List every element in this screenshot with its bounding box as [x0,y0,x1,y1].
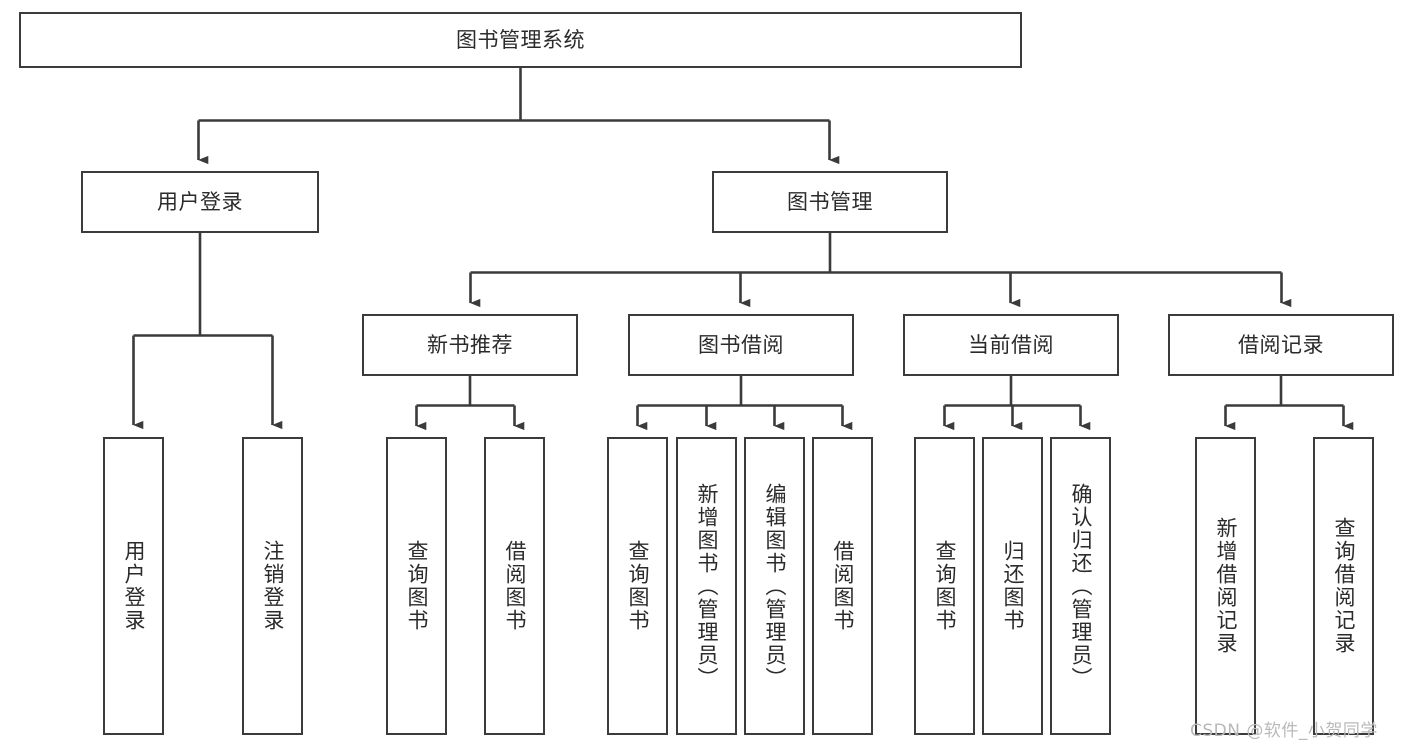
node-leaf-add-book-label: 新增图书（管理员） [694,482,719,690]
node-leaf-return-book-label: 归还图书 [1000,540,1025,632]
node-leaf-borrow-book-2-label: 借阅图书 [830,540,855,632]
node-root-label: 图书管理系统 [456,27,585,52]
node-borrow-record-label: 借阅记录 [1238,332,1324,357]
node-leaf-confirm-return-label: 确认归还（管理员） [1068,482,1093,690]
node-leaf-query-book-3[interactable]: 查询图书 [914,437,975,735]
node-leaf-confirm-return[interactable]: 确认归还（管理员） [1050,437,1111,735]
node-book-manage-label: 图书管理 [787,189,873,214]
node-leaf-add-record-label: 新增借阅记录 [1213,517,1238,655]
node-leaf-borrow-book-2[interactable]: 借阅图书 [812,437,873,735]
node-leaf-user-logout-label: 注销登录 [260,540,285,632]
node-leaf-query-book-1-label: 查询图书 [404,540,429,632]
node-leaf-query-book-2-label: 查询图书 [625,540,650,632]
node-leaf-user-logout[interactable]: 注销登录 [242,437,303,735]
node-leaf-edit-book[interactable]: 编辑图书（管理员） [744,437,805,735]
node-user-login-label: 用户登录 [157,189,243,214]
node-book-borrow-label: 图书借阅 [698,332,784,357]
node-leaf-query-book-2[interactable]: 查询图书 [607,437,668,735]
node-leaf-add-record[interactable]: 新增借阅记录 [1195,437,1256,735]
node-current-borrow[interactable]: 当前借阅 [903,314,1119,376]
node-root[interactable]: 图书管理系统 [19,12,1022,68]
node-borrow-record[interactable]: 借阅记录 [1168,314,1394,376]
node-current-borrow-label: 当前借阅 [968,332,1054,357]
node-leaf-user-login-label: 用户登录 [121,540,146,632]
node-book-borrow[interactable]: 图书借阅 [628,314,854,376]
node-user-login[interactable]: 用户登录 [81,171,319,233]
node-leaf-query-book-1[interactable]: 查询图书 [386,437,447,735]
node-new-book-recommend[interactable]: 新书推荐 [362,314,578,376]
node-leaf-borrow-book-1[interactable]: 借阅图书 [484,437,545,735]
node-leaf-return-book[interactable]: 归还图书 [982,437,1043,735]
node-leaf-edit-book-label: 编辑图书（管理员） [762,482,787,690]
csdn-watermark: CSDN @软件_小贺同学 [1190,721,1378,741]
node-leaf-borrow-book-1-label: 借阅图书 [502,540,527,632]
node-leaf-add-book[interactable]: 新增图书（管理员） [676,437,737,735]
node-new-book-recommend-label: 新书推荐 [427,332,513,357]
node-leaf-query-record-label: 查询借阅记录 [1331,517,1356,655]
node-book-manage[interactable]: 图书管理 [712,171,948,233]
node-leaf-query-book-3-label: 查询图书 [932,540,957,632]
node-leaf-user-login[interactable]: 用户登录 [103,437,164,735]
node-leaf-query-record[interactable]: 查询借阅记录 [1313,437,1374,735]
